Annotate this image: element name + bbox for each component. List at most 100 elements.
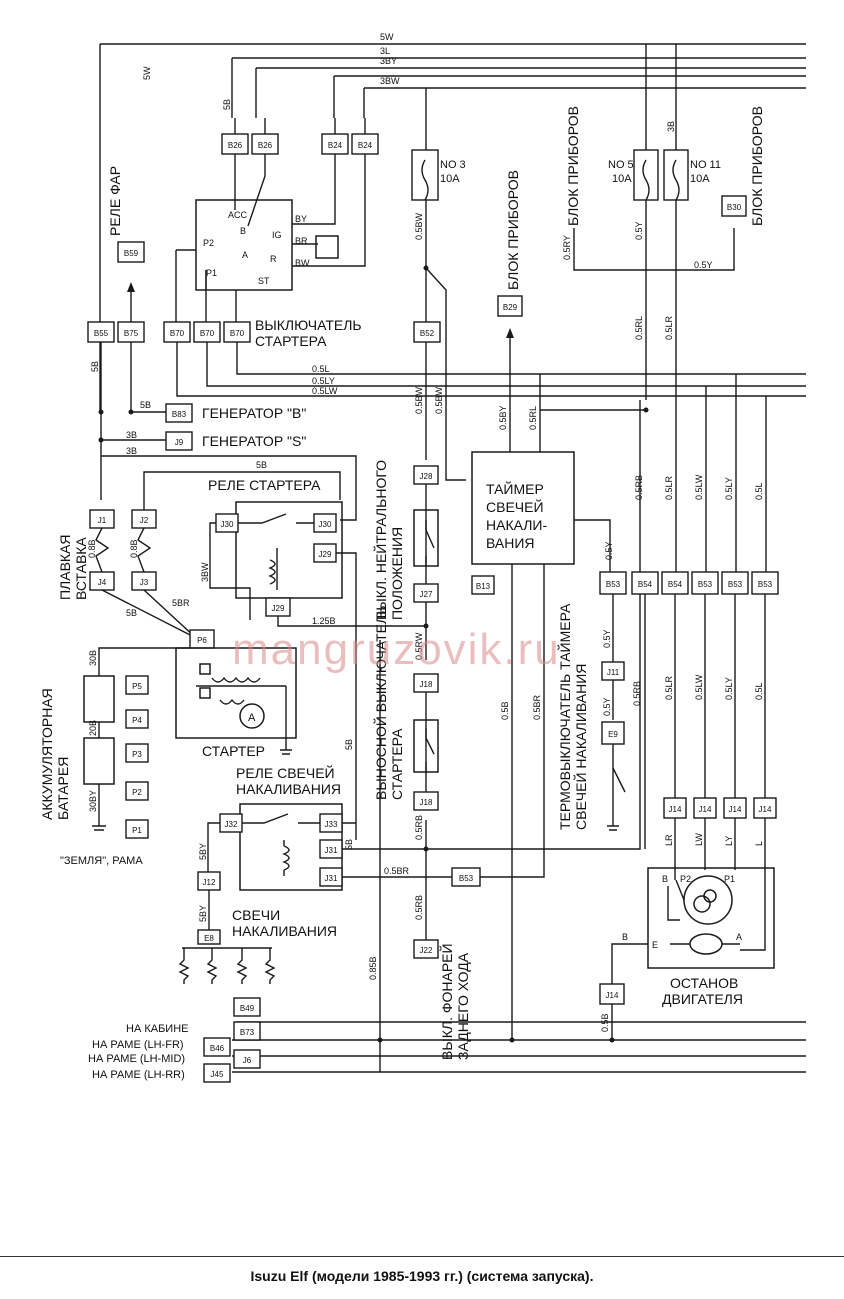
conn-b73: B73 — [240, 1028, 255, 1037]
wire-label-5br: 5BR — [172, 598, 190, 608]
starter-coils — [196, 676, 286, 705]
conn-b26a: B26 — [228, 141, 243, 150]
stop-term-b: B — [662, 874, 668, 884]
wire-label-5b-b55: 5B — [90, 361, 100, 372]
conn-j14c: J14 — [729, 805, 742, 814]
neutral-switch-contact — [425, 520, 435, 566]
conn-j14b: J14 — [699, 805, 712, 814]
conn-b53e: B53 — [459, 874, 474, 883]
stop-term-a: A — [736, 932, 742, 942]
wire-label-05y-thermo: 0.5Y — [602, 629, 612, 648]
fusible-link-label-2: ВСТАВКА — [73, 537, 89, 600]
b29-to-timer — [509, 336, 541, 440]
conn-p3: P3 — [132, 750, 142, 759]
starter-relay-internal — [238, 513, 314, 590]
starter-motor-letter: A — [248, 712, 256, 724]
ignition-connectors — [221, 118, 379, 155]
thermo-switch-label-2: СВЕЧЕЙ НАКАЛИВАНИЯ — [572, 664, 589, 830]
fuse-no3-label-2: 10A — [440, 173, 460, 185]
engine-stop-label-2: ДВИГАТЕЛЯ — [662, 991, 743, 1007]
fuse-no11-label-1: NO 11 — [690, 159, 721, 171]
term-p1: P1 — [206, 268, 217, 278]
fusible-to-relay — [143, 471, 341, 510]
starter-relay-to-glow — [336, 552, 357, 822]
conn-j9: J9 — [175, 438, 184, 447]
wire-label-05l-r: 0.5L — [754, 482, 764, 500]
term-a: A — [242, 250, 248, 260]
reverse-switch-label-1: ВЫКЛ. ФОНАРЕЙ — [438, 943, 455, 1060]
wire-label-05y-h: 0.5Y — [694, 260, 713, 270]
wire-label-05lr: 0.5LR — [664, 315, 674, 340]
wire-label-3b-gen2: 3B — [126, 446, 137, 456]
wire-label-3bw-relay: 3BW — [200, 562, 210, 582]
wire-label-05lr-j14: 0.5LR — [664, 675, 674, 700]
conn-j33: J33 — [325, 820, 338, 829]
wire-label-05by: 0.5BY — [498, 405, 508, 430]
wire-label-3b-top: 3B — [666, 121, 676, 132]
wire-label-by: BY — [295, 214, 307, 224]
j14-vertical-wires — [674, 594, 766, 798]
glow-relay-5by — [207, 822, 220, 872]
fuse-no5-icon — [642, 159, 650, 201]
conn-e9: E9 — [608, 730, 618, 739]
ignition-switch-body — [195, 199, 293, 291]
conn-j31b: J31 — [325, 874, 338, 883]
page-caption: Isuzu Elf (модели 1985-1993 гг.) (систем… — [250, 1268, 594, 1284]
neutral-switch-label-2: ПОЛОЖЕНИЯ — [389, 527, 405, 620]
glow-plugs-icon — [178, 947, 276, 984]
ground-cab-label: НА КАБИНЕ — [126, 1023, 189, 1035]
timer-label-3: НАКАЛИ- — [486, 517, 547, 533]
starter-switch-label-1: ВЫКЛЮЧАТЕЛЬ — [255, 317, 362, 333]
fusible-link-label-1: ПЛАВКАЯ — [57, 534, 73, 600]
conn-b53c: B53 — [728, 580, 743, 589]
wire-label-05y-e9: 0.5Y — [602, 697, 612, 716]
top-bus-lines — [99, 43, 806, 410]
conn-j45: J45 — [211, 1070, 224, 1079]
conn-j6: J6 — [243, 1056, 252, 1065]
conn-b46: B46 — [210, 1044, 225, 1053]
wire-label-05lw: 0.5LW — [312, 386, 338, 396]
conn-b53d: B53 — [758, 580, 773, 589]
starter-motor-icon — [239, 703, 265, 729]
conn-j22: J22 — [420, 946, 433, 955]
starter-body — [175, 647, 297, 739]
starter-relay-3bw — [209, 522, 251, 620]
glow-relay-internal — [242, 813, 320, 876]
conn-b70a: B70 — [170, 329, 185, 338]
wire-label-05ly-j14: 0.5LY — [724, 677, 734, 700]
fuse-no11-icon — [672, 159, 680, 201]
conn-j27: J27 — [420, 590, 433, 599]
generator-b-label: ГЕНЕРАТОР "B" — [202, 405, 306, 421]
wire-label-5b-glow: 5B — [344, 739, 354, 750]
wire-label-05rw: 0.5RW — [414, 632, 424, 660]
ignition-switch-wiring — [234, 154, 366, 267]
wire-label-05y-fuse: 0.5Y — [634, 221, 644, 240]
wire-label-5b-j33: 5B — [344, 839, 354, 850]
wire-label-5b-gen: 5B — [140, 400, 151, 410]
ground-bus-lines — [232, 640, 806, 1073]
wire-label-30b: 30B — [88, 650, 98, 666]
ground-frame-rr-label: НА РАМЕ (LH-RR) — [92, 1069, 185, 1081]
wire-label-3by: 3BY — [380, 56, 397, 66]
fuse-no5-label-2: 10A — [612, 173, 632, 185]
starter-label: СТАРТЕР — [202, 743, 265, 759]
conn-j11: J11 — [607, 668, 620, 677]
battery-label-2: БАТАРЕЯ — [55, 757, 71, 820]
glow-timer-body — [471, 451, 575, 565]
term-p2: P2 — [203, 238, 214, 248]
wire-label-05b-stop: 0.5B — [600, 1013, 610, 1032]
glow-relay-label-2: НАКАЛИВАНИЯ — [236, 781, 341, 797]
term-ig: IG — [272, 230, 282, 240]
term-b: B — [240, 226, 246, 236]
stop-internal-wire — [667, 879, 685, 921]
timer-pins-wiring — [509, 440, 611, 1040]
conn-j29a: J29 — [319, 550, 332, 559]
watermark: mangruzovik.ru — [232, 625, 561, 674]
fusible-link-wires — [95, 527, 152, 573]
fusible-to-p6 — [101, 589, 197, 639]
wire-label-05br: 0.5BR — [384, 866, 410, 876]
conn-b30: B30 — [727, 203, 742, 212]
wire-label-05rb-e9: 0.5RB — [632, 681, 642, 706]
wire-label-20b: 20B — [88, 720, 98, 736]
